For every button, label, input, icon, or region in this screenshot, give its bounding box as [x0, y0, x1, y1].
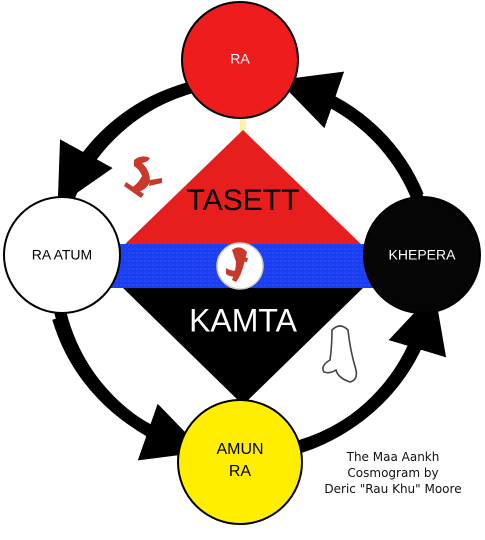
- node-ra: RA: [181, 1, 299, 119]
- khepera-label: KHEPERA: [389, 247, 457, 263]
- credit-caption: The Maa Aankh Cosmogram by Deric "Rau Kh…: [318, 449, 468, 497]
- arrow-bottom-right: [298, 291, 447, 452]
- center-glyph-icon: [226, 247, 248, 282]
- lower-triangle: [122, 287, 364, 405]
- ra-label: RA: [230, 51, 250, 67]
- arrow-top-right: [277, 71, 424, 199]
- caption-line-2: Cosmogram by: [347, 466, 439, 480]
- amun-ra-circle: [177, 399, 303, 525]
- ra-atum-circle: [3, 196, 121, 314]
- arrow-bottom-left: [52, 316, 205, 461]
- upper-triangle-label: TASETT: [187, 184, 300, 217]
- upper-triangle: [122, 130, 364, 247]
- node-amun-ra: AMUN RA: [177, 399, 303, 525]
- outline-figure-icon: [322, 325, 358, 383]
- lower-triangle-label: KAMTA: [189, 302, 298, 338]
- arrow-top-left: [57, 84, 185, 207]
- caption-line-3: Deric "Rau Khu" Moore: [324, 482, 462, 496]
- ra-atum-label: RA ATUM: [32, 247, 92, 263]
- center-medallion: [216, 242, 264, 290]
- red-glyph-icon: [124, 156, 162, 198]
- khepera-circle: [363, 196, 481, 314]
- amun-ra-label-line1: AMUN: [216, 441, 263, 458]
- ra-circle: [181, 1, 299, 119]
- node-khepera: KHEPERA: [363, 196, 481, 314]
- node-ra-atum: RA ATUM: [3, 196, 121, 314]
- amun-ra-label-line2: RA: [229, 463, 252, 480]
- caption-line-1: The Maa Aankh: [346, 450, 440, 464]
